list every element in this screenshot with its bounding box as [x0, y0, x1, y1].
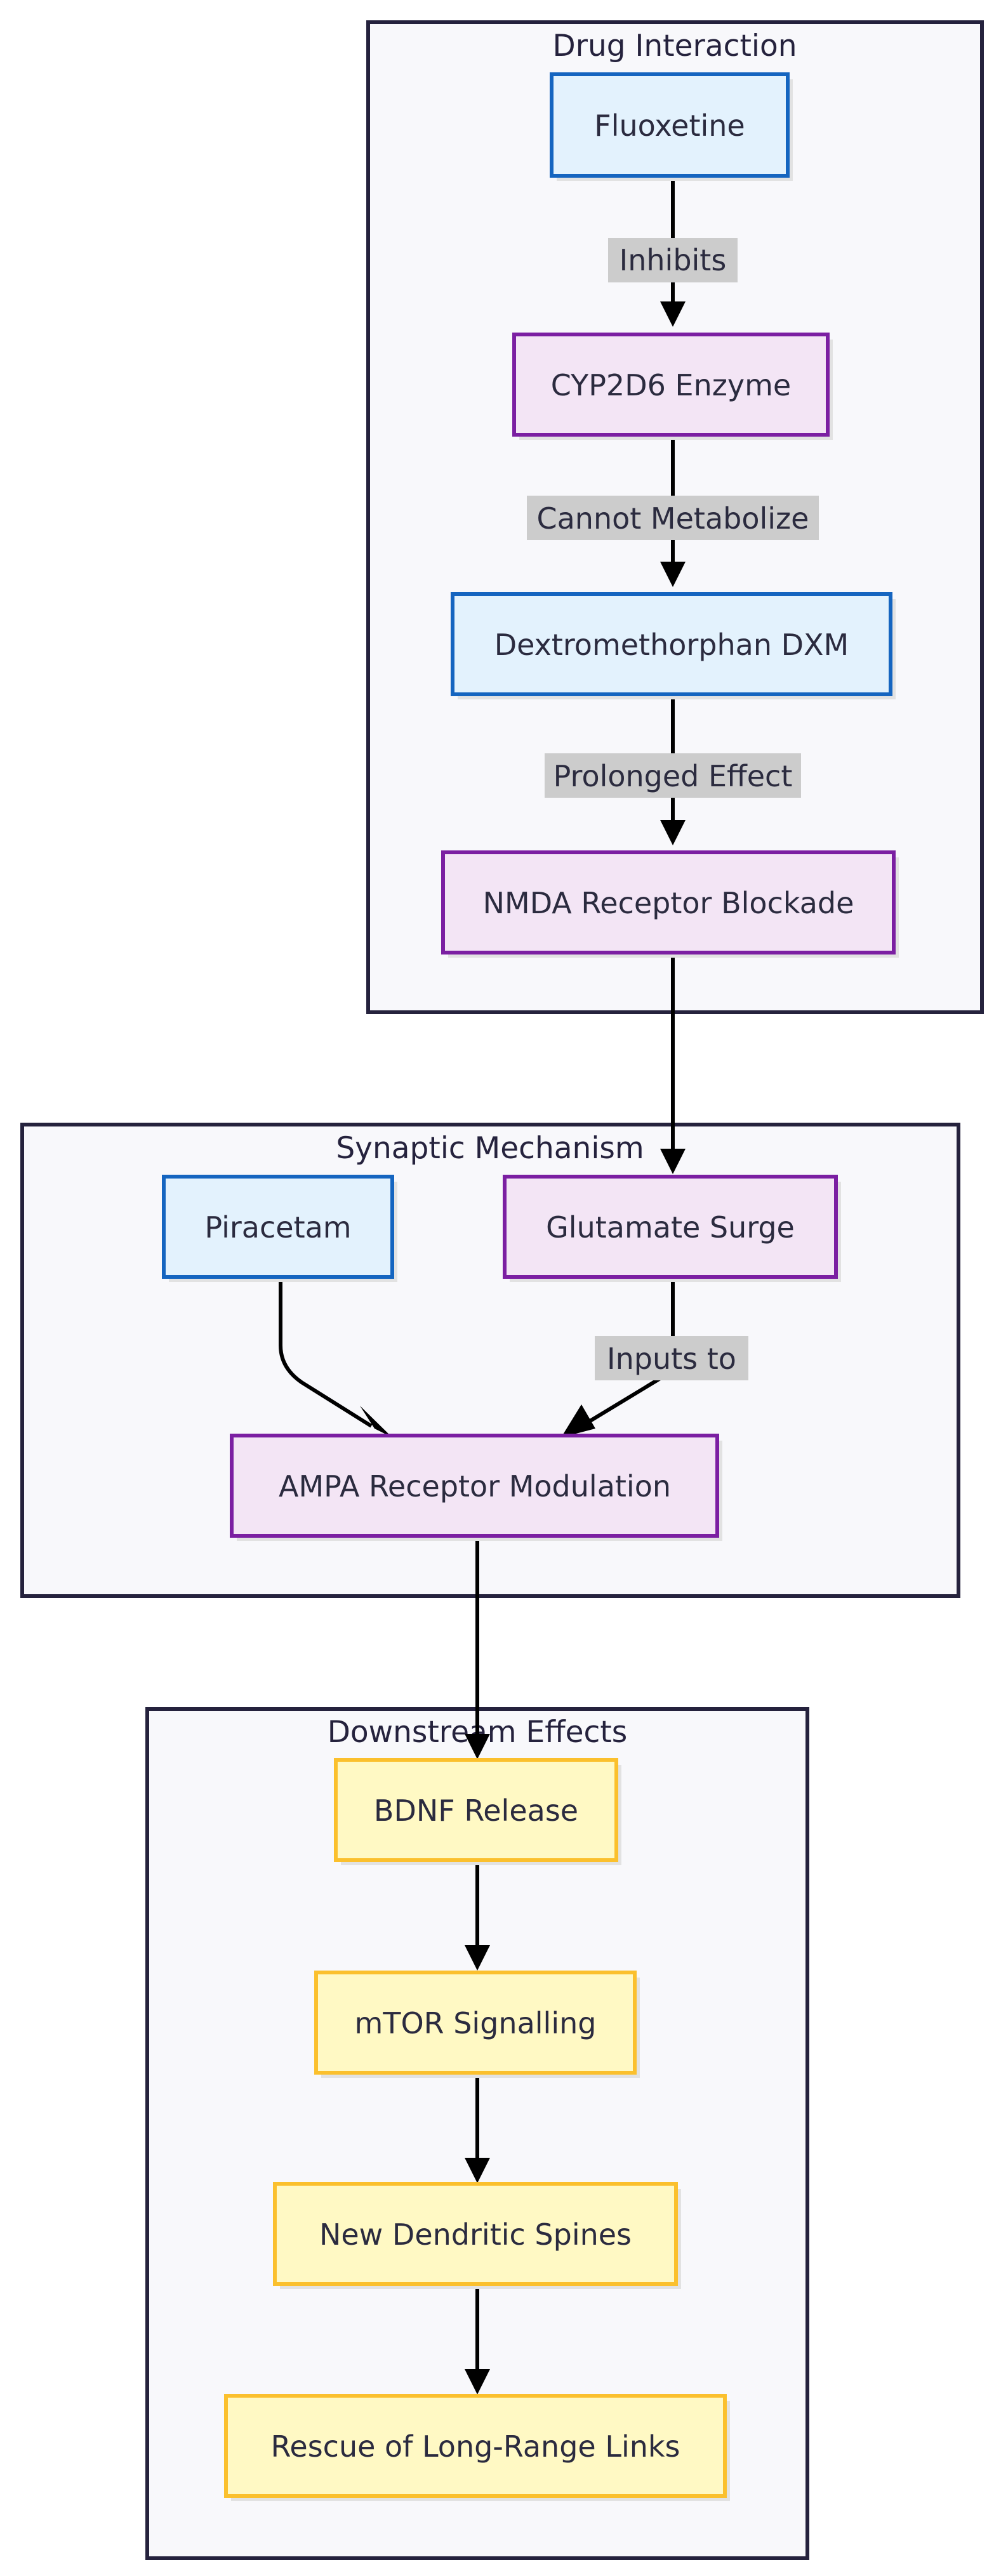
node-piracetam[interactable]: Piracetam [162, 1175, 397, 1282]
arrowhead [465, 1945, 490, 1971]
arrowhead [465, 2158, 490, 2183]
edge-spines-to-rescue [465, 2289, 490, 2394]
cluster-title-drug-interaction: Drug Interaction [552, 29, 797, 63]
node-rescue-long-range-links-label: Rescue of Long-Range Links [271, 2429, 680, 2464]
edge-bdnf-to-mtor [465, 1865, 490, 1971]
arrowhead [465, 2369, 490, 2394]
node-mtor-signalling-label: mTOR Signalling [355, 2006, 597, 2040]
edge-labels: Inhibits Cannot Metabolize Prolonged Eff… [527, 238, 819, 1380]
edge-nmda-to-glutamate [660, 958, 686, 1174]
edge-label-prolonged-effect-text: Prolonged Effect [554, 759, 793, 793]
edge-label-cannot-metabolize-text: Cannot Metabolize [537, 501, 809, 536]
node-bdnf-release-label: BDNF Release [374, 1793, 578, 1828]
arrowhead [660, 301, 686, 327]
edge-mtor-to-spines [465, 2078, 490, 2183]
node-dextromethorphan[interactable]: Dextromethorphan DXM [451, 592, 896, 699]
node-new-dendritic-spines-label: New Dendritic Spines [319, 2217, 632, 2252]
node-cyp2d6-enzyme-label: CYP2D6 Enzyme [551, 368, 791, 402]
edge-label-cannot-metabolize: Cannot Metabolize [527, 496, 819, 540]
node-fluoxetine[interactable]: Fluoxetine [550, 72, 793, 181]
nodes: Fluoxetine CYP2D6 Enzyme Dextromethorpha… [162, 72, 899, 2501]
node-glutamate-surge[interactable]: Glutamate Surge [503, 1175, 841, 1282]
arrowhead [660, 562, 686, 587]
node-cyp2d6-enzyme[interactable]: CYP2D6 Enzyme [512, 333, 833, 440]
node-bdnf-release[interactable]: BDNF Release [334, 1758, 621, 1865]
edge-ampa-to-bdnf [465, 1541, 490, 1759]
arrowhead [465, 1734, 490, 1759]
node-rescue-long-range-links[interactable]: Rescue of Long-Range Links [224, 2394, 730, 2501]
node-new-dendritic-spines[interactable]: New Dendritic Spines [273, 2182, 681, 2289]
edge-label-inhibits: Inhibits [608, 238, 738, 282]
cluster-title-synaptic-mechanism: Synaptic Mechanism [336, 1131, 644, 1166]
arrowhead [561, 1404, 595, 1437]
edge-label-prolonged-effect: Prolonged Effect [545, 753, 801, 798]
edge-label-inhibits-text: Inhibits [620, 243, 727, 277]
node-glutamate-surge-label: Glutamate Surge [546, 1210, 795, 1245]
arrowhead [360, 1406, 392, 1437]
node-dextromethorphan-label: Dextromethorphan DXM [494, 628, 849, 662]
edge-piracetam-to-ampa [279, 1282, 392, 1437]
node-mtor-signalling[interactable]: mTOR Signalling [314, 1971, 640, 2078]
arrowhead [660, 1149, 686, 1174]
node-fluoxetine-label: Fluoxetine [594, 109, 745, 143]
node-ampa-receptor-modulation-label: AMPA Receptor Modulation [279, 1469, 671, 1503]
node-nmda-receptor-blockade-label: NMDA Receptor Blockade [483, 886, 854, 920]
edge-label-inputs-to: Inputs to [595, 1336, 748, 1380]
arrowhead [660, 820, 686, 845]
node-ampa-receptor-modulation[interactable]: AMPA Receptor Modulation [230, 1434, 722, 1541]
edge-label-inputs-to-text: Inputs to [607, 1342, 736, 1376]
node-nmda-receptor-blockade[interactable]: NMDA Receptor Blockade [441, 850, 899, 958]
node-piracetam-label: Piracetam [204, 1210, 351, 1245]
